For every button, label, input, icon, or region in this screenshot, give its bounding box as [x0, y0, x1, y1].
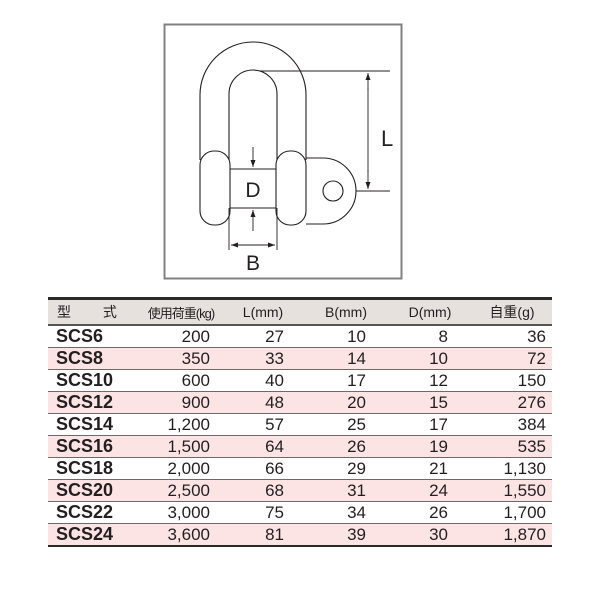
header-model: 型 式	[48, 297, 140, 326]
cell-weight: 1,700	[472, 501, 552, 524]
cell-B: 17	[304, 369, 388, 392]
cell-weight: 1,130	[472, 457, 552, 480]
cell-D: 19	[388, 435, 472, 458]
cell-model: SCS8	[48, 347, 140, 370]
cell-weight: 276	[472, 391, 552, 414]
header-B: B(mm)	[304, 297, 388, 326]
cell-L: 27	[222, 325, 304, 348]
cell-D: 8	[388, 325, 472, 348]
cell-L: 33	[222, 347, 304, 370]
cell-B: 20	[304, 391, 388, 414]
cell-B: 25	[304, 413, 388, 436]
cell-load: 3,600	[140, 523, 222, 547]
cell-weight: 1,550	[472, 479, 552, 502]
cell-model: SCS20	[48, 479, 140, 502]
diagram-frame	[163, 23, 403, 280]
cell-load: 1,500	[140, 435, 222, 458]
dimension-D-label: D	[245, 179, 260, 202]
dimension-B	[228, 208, 278, 250]
cell-L: 57	[222, 413, 304, 436]
cell-load: 2,500	[140, 479, 222, 502]
cell-load: 900	[140, 391, 222, 414]
cell-D: 30	[388, 523, 472, 547]
header-load: 使用荷重(kg)	[140, 297, 222, 326]
cell-load: 2,000	[140, 457, 222, 480]
cell-weight: 384	[472, 413, 552, 436]
cell-D: 24	[388, 479, 472, 502]
cell-B: 31	[304, 479, 388, 502]
header-L: L(mm)	[222, 297, 304, 326]
dimension-L-label: L	[381, 126, 393, 151]
cell-model: SCS10	[48, 369, 140, 392]
cell-model: SCS12	[48, 391, 140, 414]
cell-L: 40	[222, 369, 304, 392]
cell-B: 39	[304, 523, 388, 547]
cell-model: SCS22	[48, 501, 140, 524]
cell-model: SCS14	[48, 413, 140, 436]
cell-weight: 535	[472, 435, 552, 458]
cell-load: 350	[140, 347, 222, 370]
cell-L: 66	[222, 457, 304, 480]
cell-L: 64	[222, 435, 304, 458]
cell-weight: 72	[472, 347, 552, 370]
cell-B: 10	[304, 325, 388, 348]
cell-B: 14	[304, 347, 388, 370]
header-weight: 自重(g)	[472, 297, 552, 326]
dimension-B-label: B	[246, 252, 260, 275]
dimension-L	[260, 70, 390, 192]
cell-D: 17	[388, 413, 472, 436]
cell-B: 26	[304, 435, 388, 458]
cell-D: 15	[388, 391, 472, 414]
spec-table: 型 式 使用荷重(kg) L(mm) B(mm) D(mm) 自重(g) SCS…	[48, 297, 552, 547]
cell-load: 3,000	[140, 501, 222, 524]
cell-model: SCS18	[48, 457, 140, 480]
cell-B: 34	[304, 501, 388, 524]
cell-model: SCS6	[48, 325, 140, 348]
cell-load: 200	[140, 325, 222, 348]
cell-D: 26	[388, 501, 472, 524]
shackle-diagram: L D B	[163, 23, 403, 280]
cell-weight: 150	[472, 369, 552, 392]
cell-model: SCS24	[48, 523, 140, 547]
cell-weight: 36	[472, 325, 552, 348]
cell-L: 68	[222, 479, 304, 502]
cell-L: 81	[222, 523, 304, 547]
cell-D: 21	[388, 457, 472, 480]
header-D: D(mm)	[388, 297, 472, 326]
cell-weight: 1,870	[472, 523, 552, 547]
cell-load: 600	[140, 369, 222, 392]
cell-D: 10	[388, 347, 472, 370]
cell-D: 12	[388, 369, 472, 392]
table-header-row: 型 式 使用荷重(kg) L(mm) B(mm) D(mm) 自重(g)	[48, 297, 552, 326]
cell-B: 29	[304, 457, 388, 480]
cell-load: 1,200	[140, 413, 222, 436]
cell-L: 48	[222, 391, 304, 414]
shackle-drawing	[199, 41, 357, 226]
cell-L: 75	[222, 501, 304, 524]
cell-model: SCS16	[48, 435, 140, 458]
